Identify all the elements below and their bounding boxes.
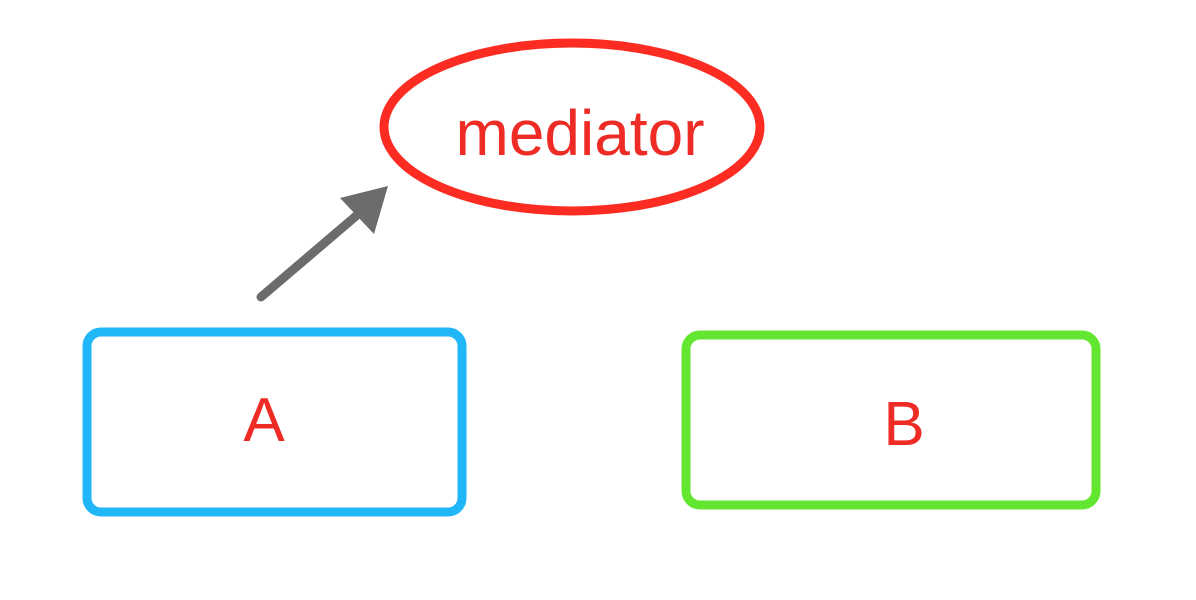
node-b-box: [681, 330, 1101, 510]
node-a-box: [82, 327, 467, 517]
mediator-node: mediator: [379, 38, 765, 216]
arrow-head: [340, 186, 388, 234]
node-b-label: B: [883, 390, 924, 459]
node-a-label: A: [243, 386, 285, 455]
mediator-label: mediator: [456, 97, 705, 169]
mediator-ellipse: [379, 38, 765, 216]
node-b: B: [681, 330, 1101, 510]
node-a: A: [82, 327, 467, 517]
arrow-a-to-mediator: [256, 186, 388, 302]
arrow-shaft: [256, 211, 361, 302]
